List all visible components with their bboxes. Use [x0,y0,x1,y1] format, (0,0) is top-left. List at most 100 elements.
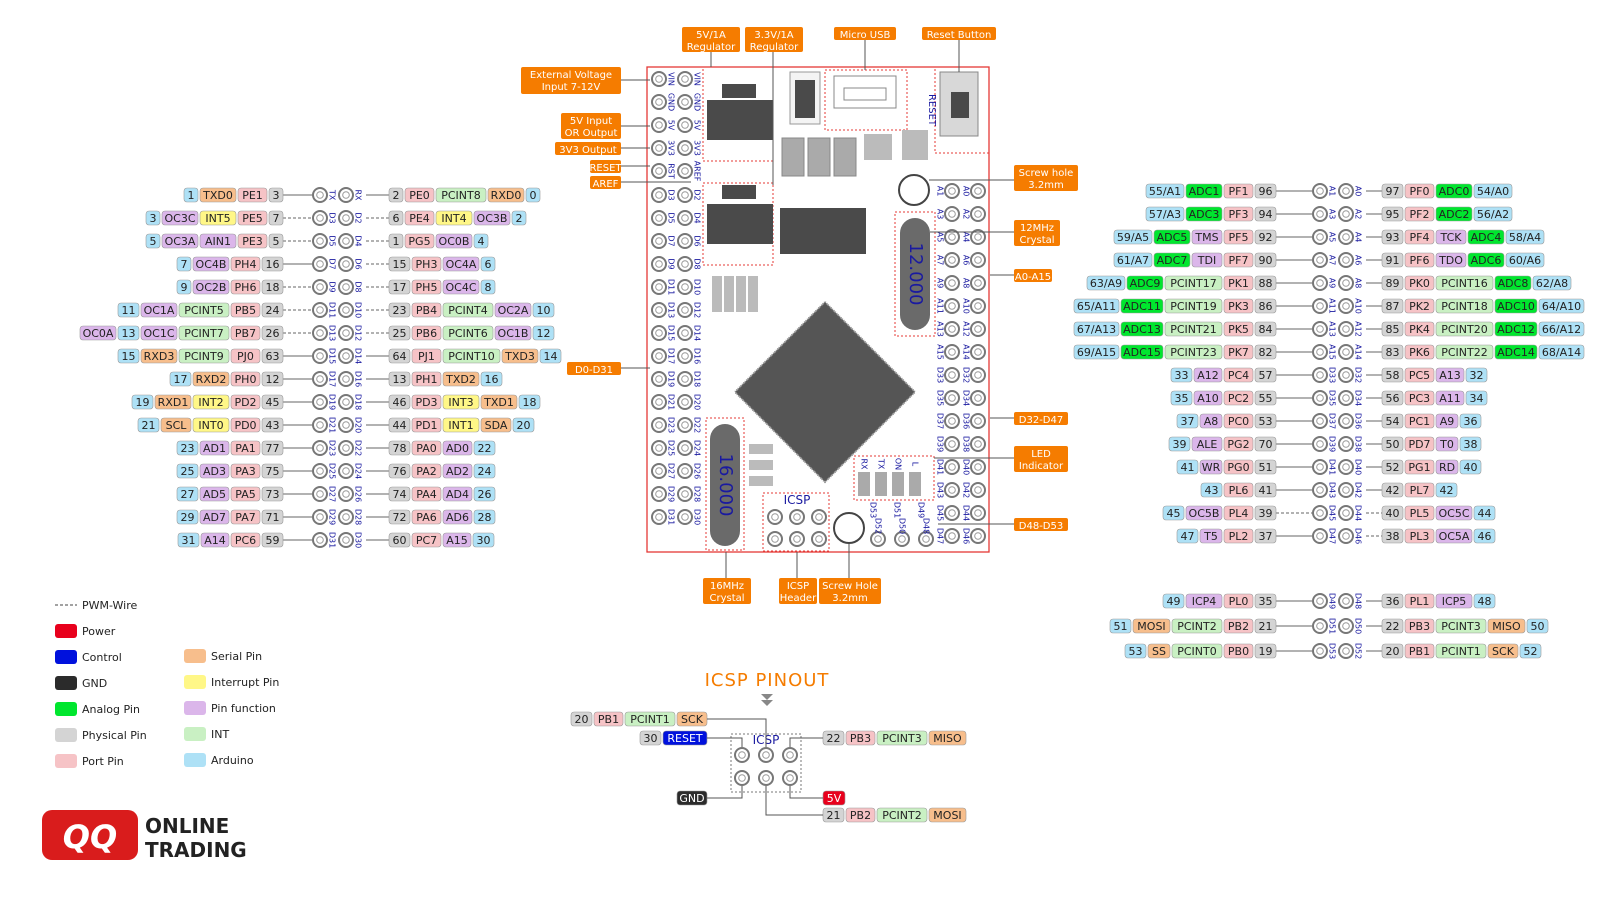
pin-tag-label: PB3 [1409,620,1430,633]
pin-tag-bg [480,279,496,295]
pin-hole-inner [1342,210,1350,218]
pin-tag: 39 [1168,436,1191,452]
callout: D48-D53 [1014,518,1068,532]
pin-tag-label: 48 [1478,595,1492,608]
pin-tag-label: 8 [485,281,492,294]
pin-tag-bg [1147,643,1171,659]
pin-tag-bg [1435,275,1494,291]
pin-tag-bg [1145,206,1185,222]
pin-tag-bg [261,417,284,433]
pin-hole-inner [948,348,956,356]
board-pin-label: A9 [936,278,945,289]
pin-tag-label: 60 [393,534,407,547]
pin-tag: PCINT1 [624,711,676,727]
pin-tag-label: 42 [1386,484,1400,497]
pin-tag-label: AD1 [203,442,226,455]
pin-label: D36 [1354,413,1363,429]
pin-tag-bg [512,417,535,433]
pin-hole-inner [922,535,930,543]
pin-tag-bg [176,486,199,502]
pin-hole-inner [681,98,689,106]
pin-tag-label: 45 [266,396,280,409]
pin-label: D35 [1328,390,1337,406]
pin-tag-bg [1473,505,1496,521]
pin-tag-bg [411,417,442,433]
pin-tag: RESET [662,730,708,746]
pin-hole-inner [681,144,689,152]
resistor [724,276,734,312]
pin-tag-label: OC4B [196,258,227,271]
pin-hole-inner [948,440,956,448]
pin-hole-inner [316,398,324,406]
pin-tag-label: ADC3 [1189,208,1220,221]
pin-tag-label: PA7 [235,511,255,524]
callout-box [819,578,881,604]
pin-tag-label: PB1 [1409,645,1430,658]
pin-tag: A10 [1193,390,1223,406]
pin-tag-bg [261,486,284,502]
board-pin-label: 5V [693,120,702,131]
pin-tag-label: ADC14 [1497,346,1535,359]
pin-tag-label: PH5 [416,281,438,294]
callout: AREF [590,176,621,190]
pin-tag-bg [1120,321,1164,337]
crystal12 [900,218,930,330]
pin-tag-label: 1 [393,235,400,248]
callout-text: 16MHz [710,581,744,592]
pin-hole-inner [316,237,324,245]
pin-tag-label: 77 [266,442,280,455]
pin-hole-inner [316,444,324,452]
pin-tag-bg [1435,459,1459,475]
pin-label: D51 [1328,618,1337,634]
pin-tag-bg [1519,643,1542,659]
pin-hole-inner [681,421,689,429]
pin-hole-inner [974,325,982,333]
pin-tag: 14 [539,348,562,364]
pin-tag-label: 38 [1386,530,1400,543]
resistor-pack [864,134,892,160]
crystal16-zone [705,417,745,551]
pin-tag-label: TXD2 [445,373,476,386]
pin-tag-label: T5 [1203,530,1218,543]
pin-tag: A15 [442,532,472,548]
usb-zone [824,69,908,131]
pin-tag-bg [1223,229,1254,245]
pin-tag-label: ADC2 [1439,208,1470,221]
pin-tag: PCINT0 [1171,643,1223,659]
pin-tag: PCINT9 [178,348,230,364]
pin-tag-label: PCINT22 [1441,346,1488,359]
pin-tag-label: OC0B [439,235,470,248]
pin-tag: 65/A11 [1073,298,1120,314]
pin-hole-inner [316,283,324,291]
led [875,472,887,496]
pin-hole-inner [681,306,689,314]
pin-hole-inner [655,260,663,268]
pin-tag-label: 96 [1259,185,1273,198]
board-pin-label: AREF [693,161,702,182]
pin-tag-label: PCINT3 [882,732,922,745]
pin-tag-bg [199,463,230,479]
pin-hole-inner [1342,622,1350,630]
pin-tag: PCINT23 [1164,344,1223,360]
pin-tag-bg [199,440,230,456]
pin-tag-bg [1435,528,1473,544]
pin-tag: PCINT2 [1171,618,1223,634]
board-pin-label: A1 [936,186,945,197]
legend-swatch [184,701,206,715]
pin-tag-bg [388,233,404,249]
pin-tag: PH4 [230,256,261,272]
pin-tag-label: WR [1202,461,1221,474]
board-pin-label: D34 [962,390,971,406]
pin-tag: ADC11 [1120,298,1164,314]
pin-tag-label: 44 [1478,507,1492,520]
pin-tag: 2 [511,210,527,226]
pin-tag-label: INT5 [205,212,230,225]
pin-tag: 5 [145,233,161,249]
callout-box [1014,165,1078,191]
pin-tag: 53 [1254,413,1277,429]
pin-tag: 42 [1435,482,1458,498]
